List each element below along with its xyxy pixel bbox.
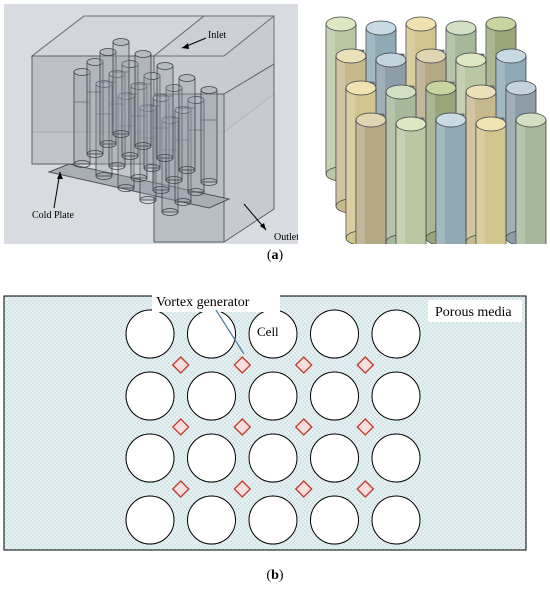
transparent-cylinder (187, 96, 205, 196)
battery-cell (371, 309, 421, 359)
battery-cell (248, 371, 298, 421)
inlet-label: Inlet (208, 30, 227, 41)
vortex-generator (356, 418, 375, 436)
vortex-generator-label: Vortex generator (156, 295, 250, 310)
outlet-label: Outlet (274, 232, 298, 243)
vortex-generator (171, 480, 190, 498)
battery-cell (310, 371, 359, 421)
outlet-arrowhead (260, 223, 266, 230)
vortex-generator (294, 418, 313, 436)
cold-plate-arrowhead (57, 172, 63, 179)
vortex-generator-pointer (215, 309, 245, 355)
vortex-generator (356, 356, 375, 374)
transparent-cylinder (156, 62, 174, 162)
cell-label: Cell (257, 324, 279, 339)
transparent-cylinder (178, 74, 196, 174)
transparent-domain-render: Inlet Outlet Cold Plate (4, 4, 299, 244)
vortex-generator (356, 480, 375, 498)
battery-cell (371, 433, 421, 483)
battery-cell (310, 433, 359, 483)
battery-cell (125, 371, 175, 421)
transparent-cylinder (143, 72, 161, 172)
battery-cell (310, 309, 359, 359)
porous-media-label-bg (428, 300, 522, 322)
cell-3d-group (325, 16, 547, 282)
battery-pack-svg (301, 4, 547, 282)
battery-cell (125, 495, 175, 545)
transparent-domain-svg: Inlet Outlet Cold Plate (4, 4, 299, 244)
battery-cell (248, 433, 298, 483)
battery-cell-3d (435, 112, 467, 278)
vortex-generator (171, 418, 190, 436)
layout-schematic-svg: Porous media Vortex generator Cell (3, 290, 527, 551)
transparent-cylinder (200, 86, 218, 186)
battery-cell (187, 433, 236, 483)
battery-cell (248, 495, 298, 545)
battery-pack-render (301, 4, 547, 282)
vortex-generator (233, 480, 252, 498)
vortex-generator-group (171, 356, 375, 498)
caption-b: (b) (266, 568, 284, 583)
transparent-cylinder (73, 68, 91, 168)
transparent-cylinder (112, 38, 130, 138)
battery-cell (187, 495, 236, 545)
vortex-generator (233, 356, 252, 374)
transparent-cylinder (121, 60, 139, 160)
vortex-generator (233, 418, 252, 436)
battery-cell (187, 309, 236, 359)
battery-cell-3d (395, 116, 427, 282)
battery-cell (125, 433, 175, 483)
vortex-generator (294, 480, 313, 498)
transparent-cylinder (99, 48, 117, 148)
battery-cell (125, 309, 175, 359)
battery-cell (371, 371, 421, 421)
vortex-generator (294, 356, 313, 374)
battery-cell-3d (355, 112, 387, 278)
caption-a: (a) (266, 248, 284, 263)
layout-schematic: Porous media Vortex generator Cell (2, 290, 548, 564)
inlet-channel-top (152, 15, 276, 57)
battery-cell-3d (475, 116, 507, 282)
transparent-cylinder (165, 84, 183, 184)
battery-cell (187, 371, 236, 421)
transparent-cylinder (134, 50, 152, 150)
cold-plate-label: Cold Plate (32, 210, 75, 221)
battery-cell (310, 495, 359, 545)
cylinder-group (73, 38, 218, 216)
porous-media-label: Porous media (435, 305, 512, 320)
vortex-generator (171, 356, 190, 374)
inlet-arrowhead (182, 43, 189, 49)
battery-cell-3d (515, 112, 547, 278)
battery-cell (371, 495, 421, 545)
vortex-label-bg (152, 290, 280, 312)
